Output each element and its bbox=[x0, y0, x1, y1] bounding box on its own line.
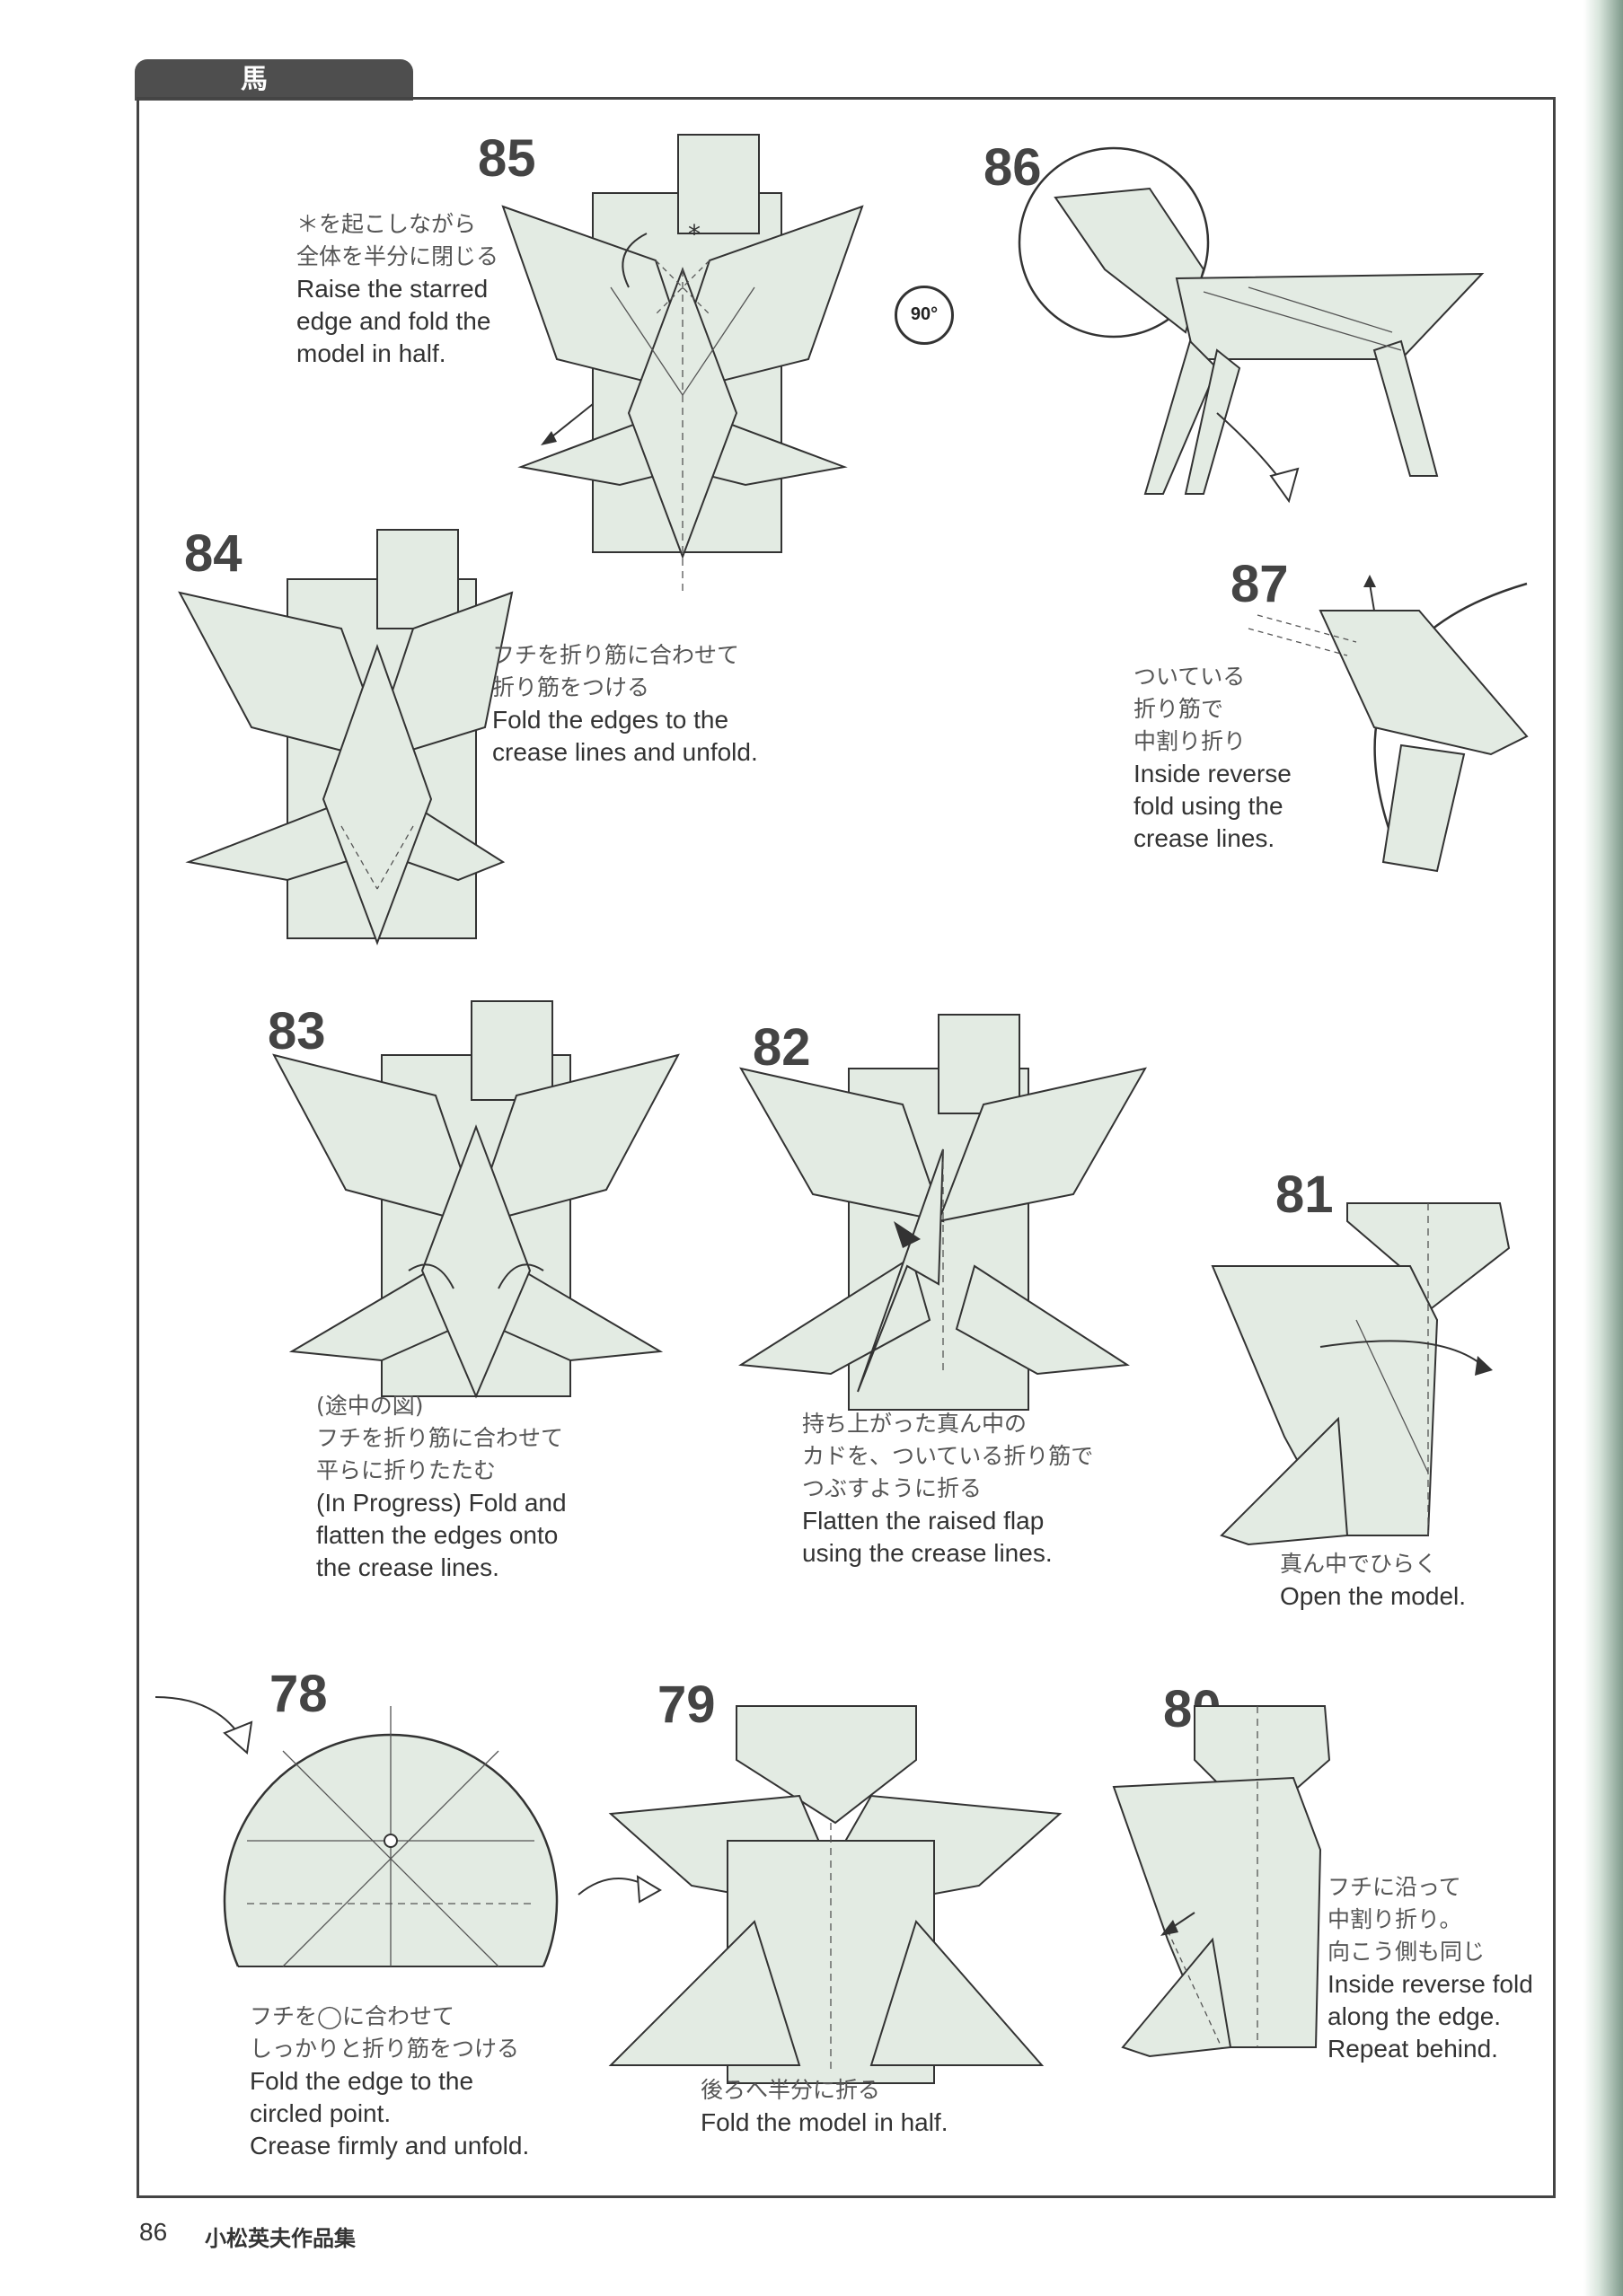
step-82-caption: 持ち上がった真ん中の カドを、ついている折り筋で つぶすように折る Flatte… bbox=[802, 1408, 1093, 1570]
step-85-ja-1: ＊を起こしながら bbox=[296, 211, 477, 237]
step-81-number: 81 bbox=[1275, 1166, 1334, 1224]
step-85-en-2: edge and fold the bbox=[296, 307, 491, 335]
step-84-en-1: Fold the edges to the bbox=[492, 706, 729, 734]
step-80-caption: フチに沿って 中割り折り。 向こう側も同じ Inside reverse fol… bbox=[1328, 1871, 1533, 2065]
step-79-number: 79 bbox=[657, 1676, 716, 1734]
step-87-caption: ついている 折り筋で 中割り折り Inside reverse fold usi… bbox=[1133, 661, 1292, 855]
step-82-diagram bbox=[738, 1014, 1147, 1411]
step-85-en-1: Raise the starred bbox=[296, 275, 489, 303]
step-79-diagram bbox=[578, 1705, 1063, 2084]
step-86-number: 86 bbox=[984, 138, 1042, 197]
step-80-diagram bbox=[1112, 1705, 1331, 2058]
step-87-ja-3: 中割り折り bbox=[1133, 728, 1247, 754]
step-84-en-2: crease lines and unfold. bbox=[492, 738, 758, 766]
step-84-caption: フチを折り筋に合わせて 折り筋をつける Fold the edges to th… bbox=[492, 639, 758, 769]
step-83-ja-3: 平らに折りたたむ bbox=[316, 1457, 497, 1483]
step-83-caption: (途中の図) フチを折り筋に合わせて 平らに折りたたむ (In Progress… bbox=[316, 1390, 567, 1584]
step-78-number: 78 bbox=[269, 1665, 328, 1723]
step-84-number: 84 bbox=[184, 524, 243, 583]
step-83-number: 83 bbox=[268, 1002, 326, 1060]
step-83-en-2: flatten the edges onto bbox=[316, 1521, 559, 1549]
step-85-caption: ＊を起こしながら 全体を半分に閉じる Raise the starred edg… bbox=[296, 208, 498, 370]
step-82-en-2: using the crease lines. bbox=[802, 1539, 1053, 1567]
step-82-number: 82 bbox=[753, 1018, 811, 1077]
step-82-ja-1: 持ち上がった真ん中の bbox=[802, 1411, 1028, 1437]
step-83-ja-1: (途中の図) bbox=[316, 1393, 424, 1419]
book-spine-edge bbox=[1583, 0, 1623, 2296]
step-81-en-1: Open the model. bbox=[1280, 1582, 1467, 1610]
step-79-ja-1: 後ろへ半分に折る bbox=[701, 2077, 881, 2103]
step-80-en-2: along the edge. bbox=[1328, 2002, 1502, 2030]
svg-text:*: * bbox=[688, 219, 701, 249]
step-87-en-3: crease lines. bbox=[1133, 824, 1275, 852]
rotate-90-label: 90° bbox=[910, 304, 939, 324]
section-tab-label: 馬 bbox=[241, 64, 268, 95]
step-81-diagram bbox=[1211, 1202, 1511, 1546]
step-82-ja-2: カドを、ついている折り筋で bbox=[802, 1443, 1094, 1469]
step-84-ja-2: 折り筋をつける bbox=[492, 674, 650, 700]
section-tab: 馬 bbox=[135, 59, 413, 101]
step-87-ja-2: 折り筋で bbox=[1133, 696, 1224, 722]
step-79-caption: 後ろへ半分に折る Fold the model in half. bbox=[701, 2074, 948, 2139]
page-number: 86 bbox=[139, 2218, 168, 2246]
rotate-90-icon: 90° bbox=[895, 286, 954, 345]
step-78-ja-1: フチを◯に合わせて bbox=[250, 2003, 454, 2029]
step-87-en-1: Inside reverse bbox=[1133, 760, 1292, 787]
step-85-number: 85 bbox=[478, 129, 536, 188]
step-80-ja-3: 向こう側も同じ bbox=[1328, 1939, 1486, 1965]
step-80-ja-1: フチに沿って bbox=[1328, 1874, 1461, 1900]
step-80-ja-2: 中割り折り。 bbox=[1328, 1906, 1462, 1932]
step-82-ja-3: つぶすように折る bbox=[802, 1475, 983, 1501]
step-86-diagram bbox=[1018, 146, 1485, 504]
step-78-diagram bbox=[154, 1696, 559, 1967]
step-79-en-1: Fold the model in half. bbox=[701, 2108, 948, 2136]
step-83-en-1: (In Progress) Fold and bbox=[316, 1489, 567, 1517]
step-84-diagram bbox=[178, 529, 514, 946]
step-78-en-3: Crease firmly and unfold. bbox=[250, 2132, 530, 2160]
step-83-diagram bbox=[272, 1000, 680, 1399]
step-87-number: 87 bbox=[1230, 555, 1289, 613]
step-85-ja-2: 全体を半分に閉じる bbox=[296, 243, 499, 269]
step-81-ja-1: 真ん中でひらく bbox=[1280, 1551, 1438, 1577]
step-78-en-1: Fold the edge to the bbox=[250, 2067, 474, 2095]
step-78-en-2: circled point. bbox=[250, 2099, 392, 2127]
step-80-en-1: Inside reverse fold bbox=[1328, 1970, 1533, 1998]
step-80-en-3: Repeat behind. bbox=[1328, 2035, 1498, 2063]
step-87-ja-1: ついている bbox=[1133, 664, 1246, 690]
step-83-ja-2: フチを折り筋に合わせて bbox=[316, 1425, 564, 1451]
step-78-caption: フチを◯に合わせて しっかりと折り筋をつける Fold the edge to … bbox=[250, 2001, 529, 2162]
step-85-en-3: model in half. bbox=[296, 339, 446, 367]
step-87-en-2: fold using the bbox=[1133, 792, 1283, 820]
step-85-diagram: * bbox=[501, 134, 864, 593]
step-81-caption: 真ん中でひらく Open the model. bbox=[1280, 1548, 1466, 1613]
step-84-ja-1: フチを折り筋に合わせて bbox=[492, 642, 740, 668]
step-83-en-3: the crease lines. bbox=[316, 1553, 499, 1581]
step-78-ja-2: しっかりと折り筋をつける bbox=[250, 2036, 520, 2062]
step-82-en-1: Flatten the raised flap bbox=[802, 1507, 1045, 1535]
step-87-diagram bbox=[1248, 575, 1529, 873]
book-title-text: 小松英夫作品集 bbox=[205, 2226, 356, 2251]
book-title: 小松英夫作品集 bbox=[205, 2221, 356, 2252]
diagram-frame bbox=[137, 97, 1556, 2198]
